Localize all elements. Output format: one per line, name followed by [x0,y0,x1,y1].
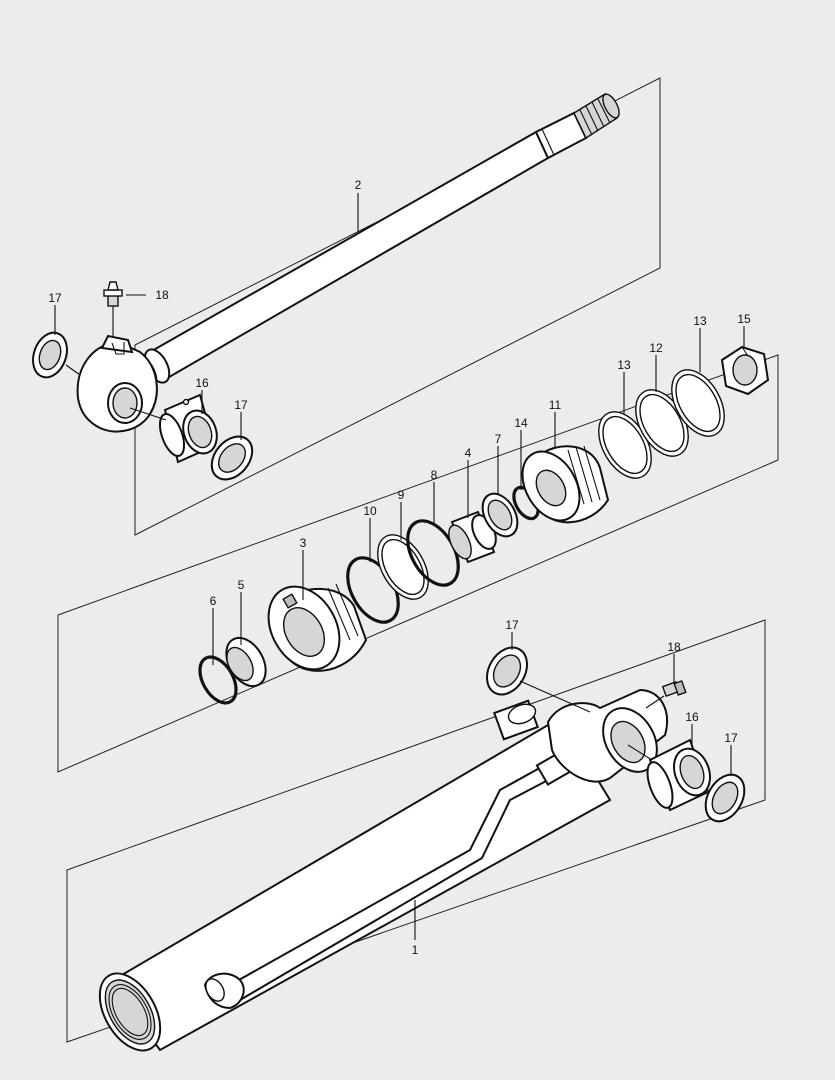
callout-18-top: 18 [155,288,169,302]
piston-rod [134,93,620,388]
piston-11 [521,445,610,524]
callout-17-bottom-right: 17 [724,731,738,745]
callout-labels: 2 17 18 16 17 3 5 6 10 9 8 4 7 14 11 13 … [48,178,751,957]
seal-5 [225,636,267,688]
callout-4: 4 [465,446,472,460]
wear-ring-6 [198,655,238,705]
washer-bottom-right [704,773,746,823]
bushing-4 [448,510,497,564]
grease-nipple-bottom [645,680,687,709]
washer-top-right [210,435,254,481]
callout-16-bottom: 16 [685,710,699,724]
washer-bottom-left [486,646,528,696]
callout-10: 10 [363,504,377,518]
bushing-bottom [646,738,711,812]
callout-1: 1 [412,943,419,957]
callout-17-top-right: 17 [234,398,248,412]
callout-11: 11 [549,398,562,412]
callout-7: 7 [495,432,502,446]
tube-head [493,688,668,783]
gland-3 [267,583,368,672]
cylinder-tube [98,716,612,1052]
ring-13-left [598,411,652,479]
nut-15 [720,345,770,396]
callout-9: 9 [398,488,405,502]
callout-3: 3 [300,536,307,550]
washer-top-left [32,331,68,379]
callout-13-left: 13 [617,358,631,372]
rod-eye [76,334,158,433]
callout-14: 14 [514,416,528,430]
callout-5: 5 [238,578,245,592]
seal-7 [481,492,519,538]
callout-16-top: 16 [195,376,209,390]
ring-13-right [671,369,725,437]
frame-seal-kit-group [57,354,779,773]
backup-ring-9 [377,534,429,600]
grease-nipple-top [103,281,123,336]
callout-17-bottom-left: 17 [505,618,519,632]
callout-8: 8 [431,468,438,482]
callout-17-top-left: 17 [48,291,62,305]
callout-15: 15 [737,312,751,326]
callout-12: 12 [649,341,663,355]
leader-lines [54,193,745,940]
callout-6: 6 [210,594,217,608]
callout-13-right: 13 [693,314,707,328]
callout-18-bottom: 18 [667,640,681,654]
frame-cylinder-tube-group [66,619,766,1043]
callout-2: 2 [355,178,362,192]
bushing-top [158,393,218,464]
